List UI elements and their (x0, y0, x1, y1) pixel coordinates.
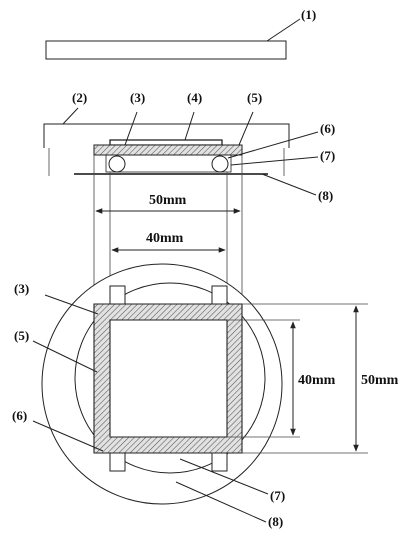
leader-8-top (175, 481, 267, 523)
base-rail (105, 154, 232, 173)
leader-2 (62, 107, 79, 125)
leader-5 (238, 111, 254, 146)
tab-bottom-left (109, 452, 126, 472)
roller-left (108, 155, 126, 173)
label-1: (1) (301, 7, 316, 22)
enclosure-bracket (43, 123, 290, 148)
frame-side (93, 144, 243, 156)
leader-1 (266, 18, 301, 42)
label-3: (3) (130, 90, 145, 105)
inner-circle (74, 282, 266, 474)
label-6-top: (6) (12, 408, 27, 423)
leader-6 (227, 131, 319, 159)
leader-3 (124, 111, 138, 146)
label-5-top: (5) (14, 328, 29, 343)
outer-circle (41, 263, 283, 505)
leader-7 (230, 156, 319, 166)
label-4: (4) (187, 90, 202, 105)
label-5: (5) (247, 90, 262, 105)
label-7: (7) (320, 148, 335, 163)
tab-top-left (109, 285, 126, 305)
dim-50mm-horizontal-label: 50mm (149, 193, 187, 208)
label-7-top: (7) (270, 488, 285, 503)
tab-bottom-right (211, 452, 228, 472)
leader-7-top (179, 458, 269, 495)
dim-40mm-vertical-label: 40mm (298, 373, 336, 388)
label-8-top: (8) (268, 514, 283, 529)
leader-6-top (32, 420, 104, 452)
leader-5-top (32, 340, 98, 373)
leader-3-top (44, 294, 99, 315)
tab-top-right (211, 285, 228, 305)
leader-8 (261, 173, 317, 196)
dim-50mm-vertical-label: 50mm (361, 373, 399, 388)
roller-right (211, 155, 229, 173)
dim-40mm-horizontal-label: 40mm (146, 231, 184, 246)
top-plate (45, 40, 287, 60)
label-3-top: (3) (14, 281, 29, 296)
label-8: (8) (318, 188, 333, 203)
label-2: (2) (72, 90, 87, 105)
leader-4 (184, 111, 195, 141)
label-6: (6) (320, 121, 335, 136)
